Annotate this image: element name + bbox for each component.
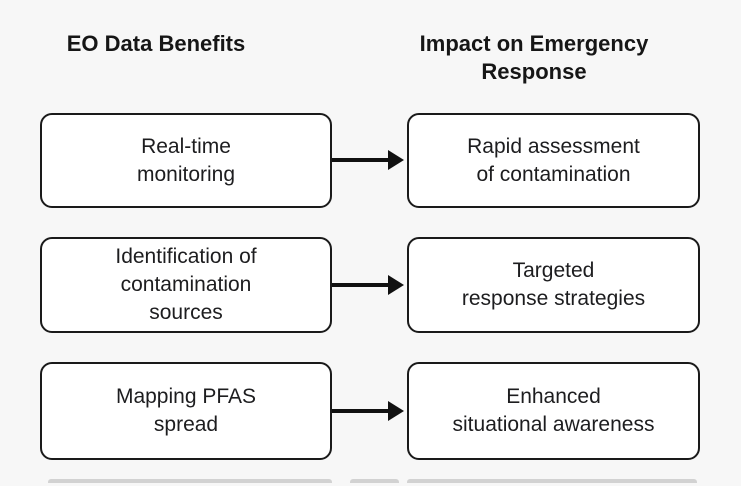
column-header-benefits: EO Data Benefits [66, 31, 246, 56]
benefit-box-real-time-monitoring: Real-time monitoring [40, 113, 332, 208]
right-arrow-icon [332, 401, 404, 421]
right-arrow-icon [332, 150, 404, 170]
benefit-box-mapping-pfas-spread: Mapping PFAS spread [40, 362, 332, 460]
impact-box-targeted-response: Targeted response strategies [407, 237, 700, 333]
column-header-impact: Impact on Emergency Response [419, 31, 649, 84]
cutoff-box-top [407, 479, 697, 483]
cutoff-box-top [350, 479, 399, 483]
impact-box-enhanced-awareness: Enhanced situational awareness [407, 362, 700, 460]
right-arrow-icon [332, 275, 404, 295]
cutoff-box-top [48, 479, 332, 483]
benefit-box-identification-sources: Identification of contamination sources [40, 237, 332, 333]
impact-box-rapid-assessment: Rapid assessment of contamination [407, 113, 700, 208]
